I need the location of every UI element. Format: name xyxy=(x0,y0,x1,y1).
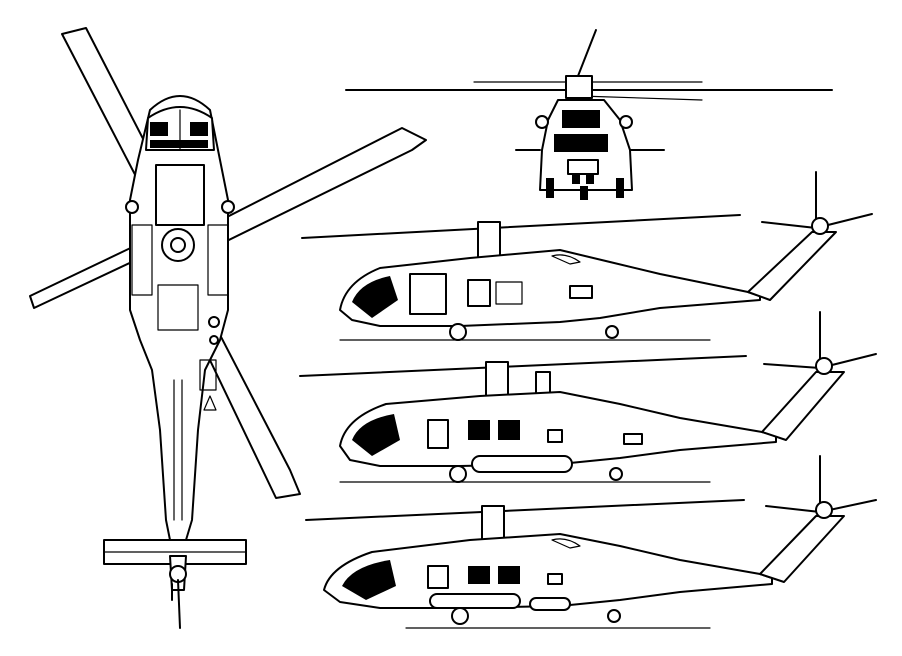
front-view-rotor xyxy=(345,29,833,101)
top-view xyxy=(29,27,427,629)
side-view-1-fuselage xyxy=(339,249,761,327)
side-view-1 xyxy=(301,171,873,341)
front-view xyxy=(345,29,833,200)
top-view-tail-rotor xyxy=(169,555,187,629)
top-view-fuselage xyxy=(125,95,235,541)
front-view-body xyxy=(515,99,665,200)
side-view-2 xyxy=(299,311,877,483)
side-view-2-rotor xyxy=(299,355,747,377)
side-view-3-rotor xyxy=(305,499,745,521)
side-view-1-rotor xyxy=(301,214,741,239)
side-view-3 xyxy=(305,455,877,629)
